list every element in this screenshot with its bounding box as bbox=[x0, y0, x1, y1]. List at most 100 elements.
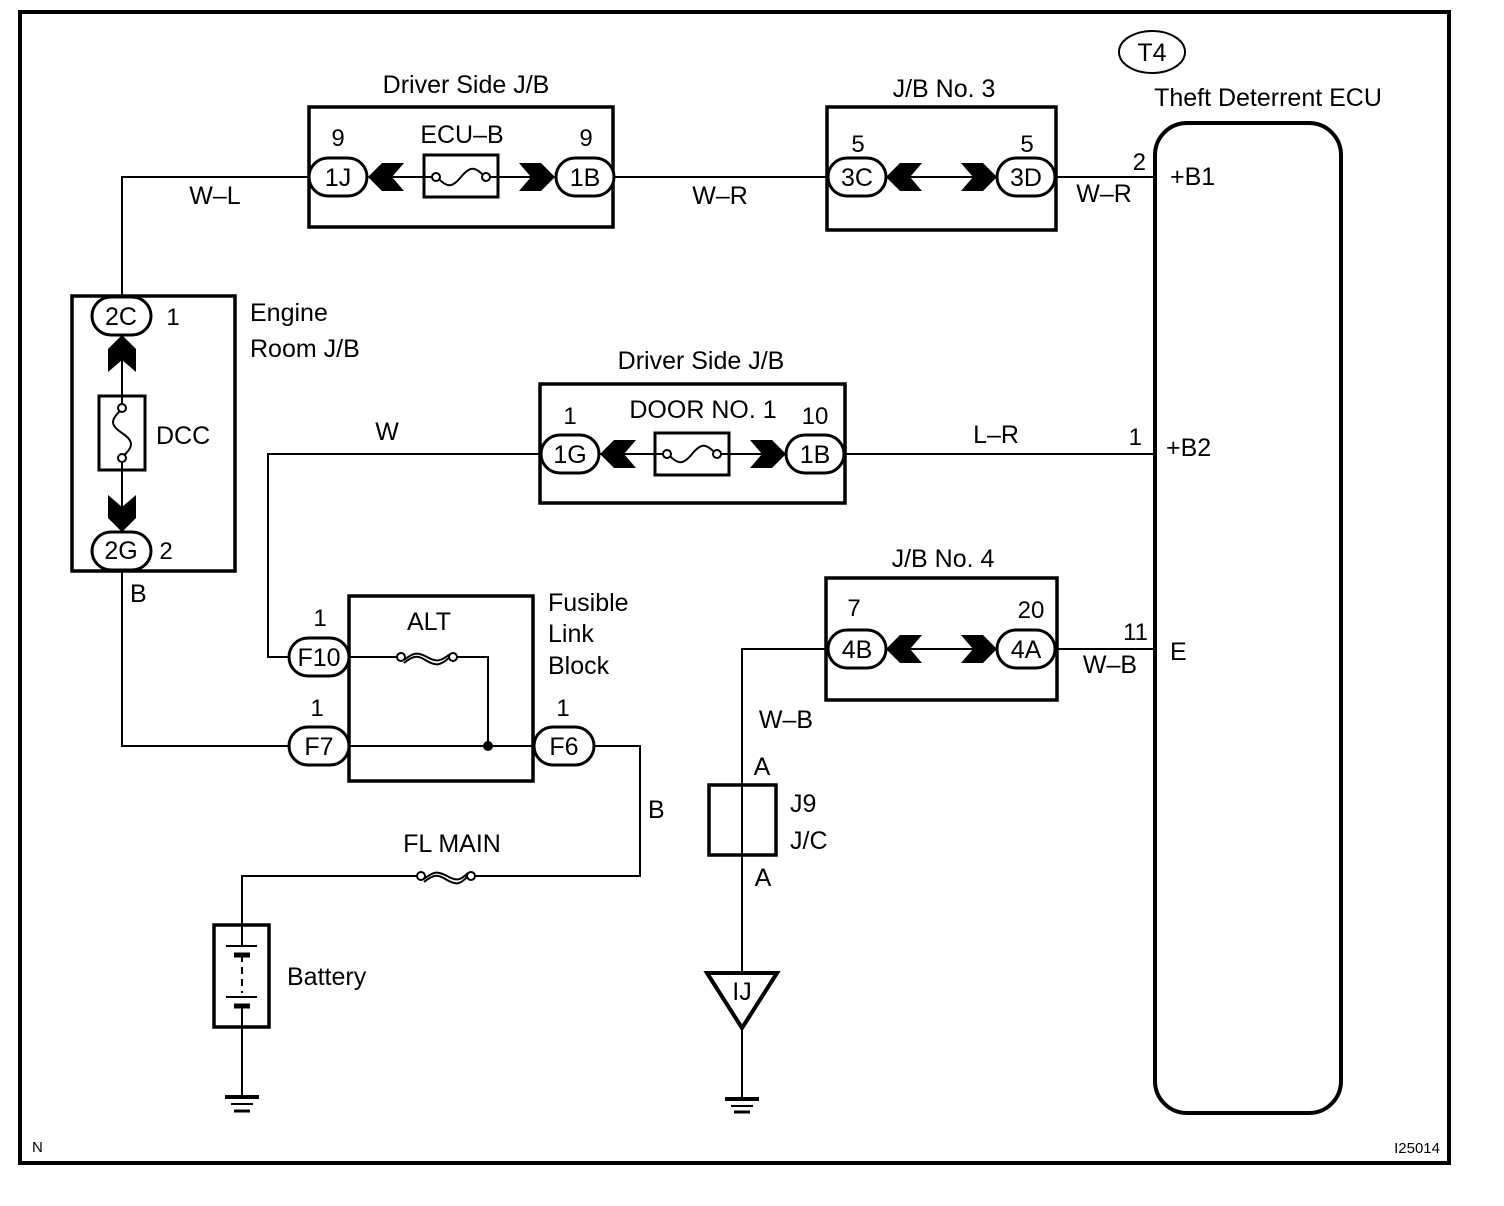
arrow-right-icon bbox=[519, 163, 555, 191]
ecu-terminal-b2: +B2 bbox=[1166, 434, 1211, 462]
fusible-link-alt-icon bbox=[396, 652, 458, 666]
pin-1b-top: 9 bbox=[579, 125, 592, 152]
ground-icon bbox=[225, 1095, 259, 1113]
jb3-title: J/B No. 3 bbox=[893, 75, 996, 103]
connector-1b-top-label: 1B bbox=[570, 164, 601, 192]
wire-label-wr-ecu: W–R bbox=[1076, 180, 1132, 208]
arrow-down-icon bbox=[108, 495, 136, 532]
ground-point-ij: IJ bbox=[703, 971, 781, 1032]
engine-room-jb-title-1: Engine bbox=[250, 299, 328, 327]
fuse-dcc-label: DCC bbox=[156, 422, 210, 450]
theft-deterrent-ecu: T4 Theft Deterrent ECU 2 +B1 1 +B2 11 E bbox=[1118, 30, 1382, 1115]
arrow-left-icon bbox=[886, 635, 922, 663]
ground-point-triangle bbox=[703, 971, 781, 1032]
connector-2g bbox=[90, 530, 153, 572]
pin-4b: 7 bbox=[847, 595, 860, 622]
wire-w bbox=[267, 453, 540, 658]
pin-4a: 20 bbox=[1018, 597, 1045, 624]
diagram-id-code: I25014 bbox=[1394, 1140, 1440, 1157]
wires bbox=[121, 176, 1155, 1100]
fusible-link-block-title-2: Link bbox=[548, 620, 594, 648]
ecu-name: Theft Deterrent ECU bbox=[1154, 84, 1382, 112]
ecu-connector-code: T4 bbox=[1137, 39, 1166, 67]
pin-2c: 1 bbox=[166, 304, 179, 331]
wire-b-left bbox=[121, 570, 290, 747]
fuse-door-no1-label: DOOR NO. 1 bbox=[629, 396, 776, 424]
fuse-dcc-icon bbox=[112, 396, 132, 470]
fuse-ecu-b-label: ECU–B bbox=[420, 121, 503, 149]
jb-no-4: J/B No. 4 7 4B 20 4A bbox=[824, 545, 1059, 702]
connector-f10-label: F10 bbox=[297, 644, 340, 672]
ecu-connector-code-badge bbox=[1118, 30, 1186, 74]
connector-4a-label: 4A bbox=[1011, 636, 1042, 664]
wire-wl bbox=[121, 176, 309, 300]
connector-2c-label: 2C bbox=[105, 303, 137, 331]
jb4-box bbox=[824, 576, 1059, 702]
battery-label: Battery bbox=[287, 963, 367, 991]
connector-3d-label: 3D bbox=[1010, 164, 1042, 192]
pin-1b-mid: 10 bbox=[802, 403, 829, 430]
wire-label-wl: W–L bbox=[189, 182, 241, 210]
ground-point-label: IJ bbox=[732, 978, 751, 1006]
fuse-ecu-b-icon bbox=[424, 167, 498, 187]
wire-label-lr: L–R bbox=[973, 421, 1019, 449]
engine-room-jb: Engine Room J/B 2C 1 DCC 2G 2 bbox=[70, 294, 360, 573]
jb-no-3: J/B No. 3 5 3C 5 3D bbox=[825, 75, 1058, 232]
wire-b-right bbox=[472, 745, 641, 877]
pin-f10: 1 bbox=[313, 605, 326, 632]
corner-mark: N bbox=[32, 1139, 43, 1156]
connector-f6 bbox=[532, 725, 596, 767]
j9-pin-top: A bbox=[754, 753, 771, 781]
battery-icon bbox=[226, 925, 257, 1027]
arrow-left-icon bbox=[886, 163, 922, 191]
connector-1j-label: 1J bbox=[325, 164, 351, 192]
pin-f7: 1 bbox=[310, 695, 323, 722]
connector-f7-label: F7 bbox=[304, 733, 333, 761]
connector-1g bbox=[539, 433, 601, 475]
battery: Battery bbox=[212, 923, 367, 1029]
junction-dot bbox=[483, 741, 493, 751]
engine-room-jb-box bbox=[70, 294, 237, 573]
wire-label-wr-mid: W–R bbox=[692, 182, 748, 210]
driver-side-jb-mid: Driver Side J/B DOOR NO. 1 1 1G 10 1B bbox=[538, 347, 847, 505]
wire-wb-vertical bbox=[741, 648, 828, 975]
junction-connector-j9: A J9 J/C A bbox=[707, 753, 828, 892]
fl-main-label: FL MAIN bbox=[403, 830, 501, 858]
connector-f7 bbox=[287, 725, 351, 767]
arrow-right-icon bbox=[750, 440, 786, 468]
connector-3c-label: 3C bbox=[841, 164, 873, 192]
fl-main-fusible-link: FL MAIN bbox=[403, 830, 501, 885]
fusible-link-block: Fusible Link Block ALT 1 F10 1 F7 1 F6 bbox=[287, 589, 629, 783]
pin-2g: 2 bbox=[159, 538, 172, 565]
driver-side-jb-top: Driver Side J/B ECU–B 9 1J 9 1B bbox=[307, 71, 616, 229]
j9-code: J9 bbox=[790, 790, 816, 818]
connector-1b-mid-label: 1B bbox=[800, 441, 831, 469]
pin-f6: 1 bbox=[556, 695, 569, 722]
fuse-alt-label: ALT bbox=[407, 608, 451, 636]
pin-3d: 5 bbox=[1020, 131, 1033, 158]
driver-jb-mid-box bbox=[538, 382, 847, 505]
connector-f10 bbox=[287, 636, 351, 678]
connector-2c bbox=[90, 295, 153, 337]
connector-4b-label: 4B bbox=[842, 636, 873, 664]
engine-room-jb-title-2: Room J/B bbox=[250, 335, 360, 363]
fuse-door-no1-icon bbox=[655, 444, 729, 464]
connector-1j bbox=[307, 156, 369, 198]
ecu-body bbox=[1153, 121, 1343, 1115]
fusible-link-block-box bbox=[347, 594, 535, 783]
diagram-frame bbox=[18, 10, 1451, 1165]
fusible-link-block-title-1: Fusible bbox=[548, 589, 629, 617]
j9-pin-bottom: A bbox=[755, 864, 772, 892]
connector-f6-label: F6 bbox=[549, 733, 578, 761]
connector-1b-top bbox=[554, 156, 616, 198]
jb3-box bbox=[825, 105, 1058, 232]
j9-box bbox=[707, 783, 778, 857]
ecu-pin-e: 11 bbox=[1123, 619, 1148, 646]
wire-label-b-left: B bbox=[130, 580, 147, 608]
connector-1g-label: 1G bbox=[553, 441, 586, 469]
arrow-right-icon bbox=[961, 635, 997, 663]
ecu-terminal-e: E bbox=[1170, 638, 1187, 666]
arrow-up-icon bbox=[108, 335, 136, 372]
arrow-right-icon bbox=[961, 163, 997, 191]
